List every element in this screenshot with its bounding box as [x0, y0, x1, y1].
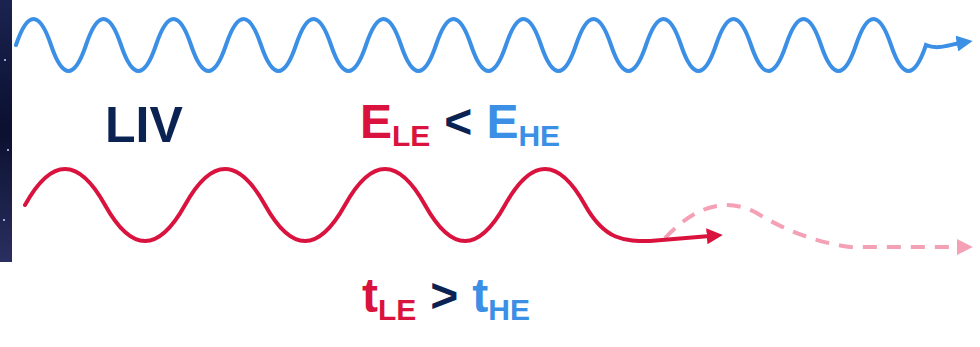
time-relation: tLE>tHE [362, 272, 530, 325]
relation-sign: < [444, 98, 472, 146]
time-symbol: t [362, 272, 378, 320]
effect-acronym: LIV [105, 100, 183, 150]
low-energy-wave [25, 169, 710, 241]
energy-relation: ELE<EHE [360, 98, 560, 151]
time-subscript: LE [378, 295, 416, 325]
star [7, 149, 9, 151]
star [4, 59, 6, 61]
relation-sign: > [430, 272, 458, 320]
delayed-wave-ghost [665, 205, 960, 247]
energy-subscript: HE [518, 121, 560, 151]
time-subscript: HE [488, 295, 530, 325]
effect-label: LIV [105, 100, 183, 150]
energy-symbol: E [360, 98, 392, 146]
time-symbol: t [472, 272, 488, 320]
energy-subscript: LE [392, 121, 430, 151]
energy-symbol: E [486, 98, 518, 146]
high-energy-wave [16, 19, 960, 71]
space-image [0, 0, 12, 262]
star [3, 219, 5, 221]
